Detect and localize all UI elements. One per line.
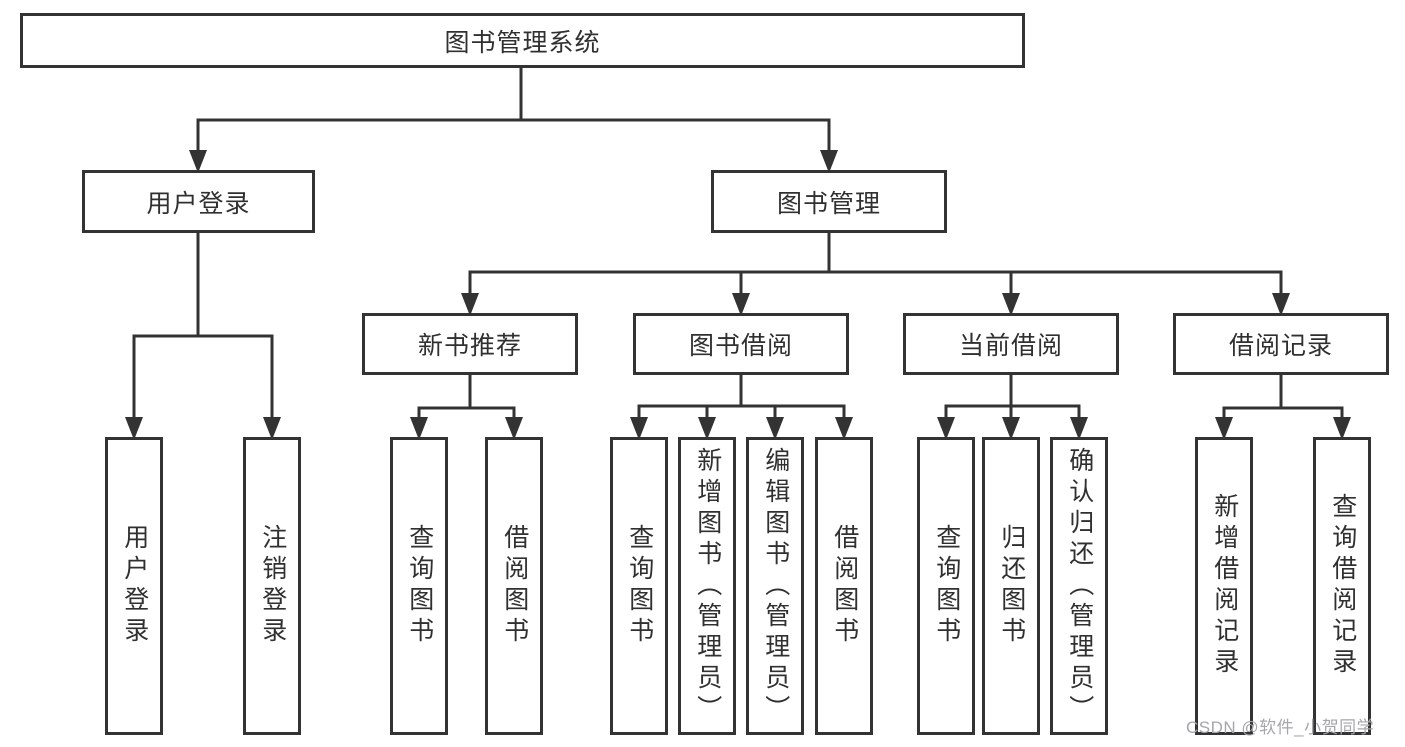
leaf-query-books: 查询图书 — [610, 437, 668, 735]
leaf-add-books-admin: 新增图书（管理员） — [678, 437, 736, 735]
connector-line — [132, 233, 274, 420]
arrowhead — [732, 293, 750, 316]
leaf-return-books: 归还图书 — [982, 437, 1040, 735]
arrowhead — [1272, 293, 1290, 316]
connector-user-login-to-leaves — [125, 233, 281, 440]
connector-new-book-recommend-to-leaves — [410, 375, 523, 440]
arrowhead — [263, 417, 281, 440]
node-user-login: 用户登录 — [82, 170, 315, 233]
node-book-borrowing: 图书借阅 — [633, 313, 849, 375]
arrowhead — [1002, 293, 1020, 316]
connector-line — [1222, 375, 1344, 420]
arrowhead — [630, 417, 648, 440]
node-book-management: 图书管理 — [711, 170, 947, 233]
arrowhead — [820, 150, 838, 173]
arrowhead — [766, 417, 784, 440]
connector-line — [468, 233, 1283, 297]
connector-book-borrowing-to-leaves — [630, 375, 853, 440]
leaf-edit-books-admin: 编辑图书（管理员） — [746, 437, 804, 735]
connector-line — [196, 66, 831, 155]
arrowhead — [125, 417, 143, 440]
leaf-logout: 注销登录 — [243, 437, 301, 735]
arrowhead — [505, 417, 523, 440]
node-borrowing-records: 借阅记录 — [1173, 313, 1389, 375]
connector-line — [944, 375, 1081, 420]
leaf-query-books: 查询图书 — [917, 437, 975, 735]
connector-root-to-level2 — [189, 66, 838, 173]
leaf-borrow-books: 借阅图书 — [815, 437, 873, 735]
leaf-add-borrow-record: 新增借阅记录 — [1195, 437, 1253, 735]
arrowhead — [1215, 417, 1233, 440]
arrowhead — [698, 417, 716, 440]
node-root-library-management-system: 图书管理系统 — [20, 13, 1025, 68]
watermark: CSDN @软件_小贺同学 — [1186, 718, 1375, 737]
arrowhead — [189, 150, 207, 173]
arrowhead — [1002, 417, 1020, 440]
connector-current-borrowing-to-leaves — [937, 375, 1088, 440]
arrowhead — [461, 293, 479, 316]
leaf-user-login: 用户登录 — [105, 437, 163, 735]
connector-line — [417, 375, 516, 420]
arrowhead — [410, 417, 428, 440]
node-new-book-recommend: 新书推荐 — [362, 313, 578, 375]
leaf-confirm-return-admin: 确认归还（管理员） — [1050, 437, 1108, 735]
arrowhead — [1070, 417, 1088, 440]
node-current-borrowing: 当前借阅 — [903, 313, 1119, 375]
leaf-query-books: 查询图书 — [390, 437, 448, 735]
arrowhead — [1333, 417, 1351, 440]
connector-book-management-to-level3 — [461, 233, 1290, 316]
leaf-query-borrow-record: 查询借阅记录 — [1313, 437, 1371, 735]
connector-line — [637, 375, 846, 420]
leaf-borrow-books: 借阅图书 — [485, 437, 543, 735]
connector-borrowing-records-to-leaves — [1215, 375, 1351, 440]
arrowhead — [937, 417, 955, 440]
arrowhead — [835, 417, 853, 440]
